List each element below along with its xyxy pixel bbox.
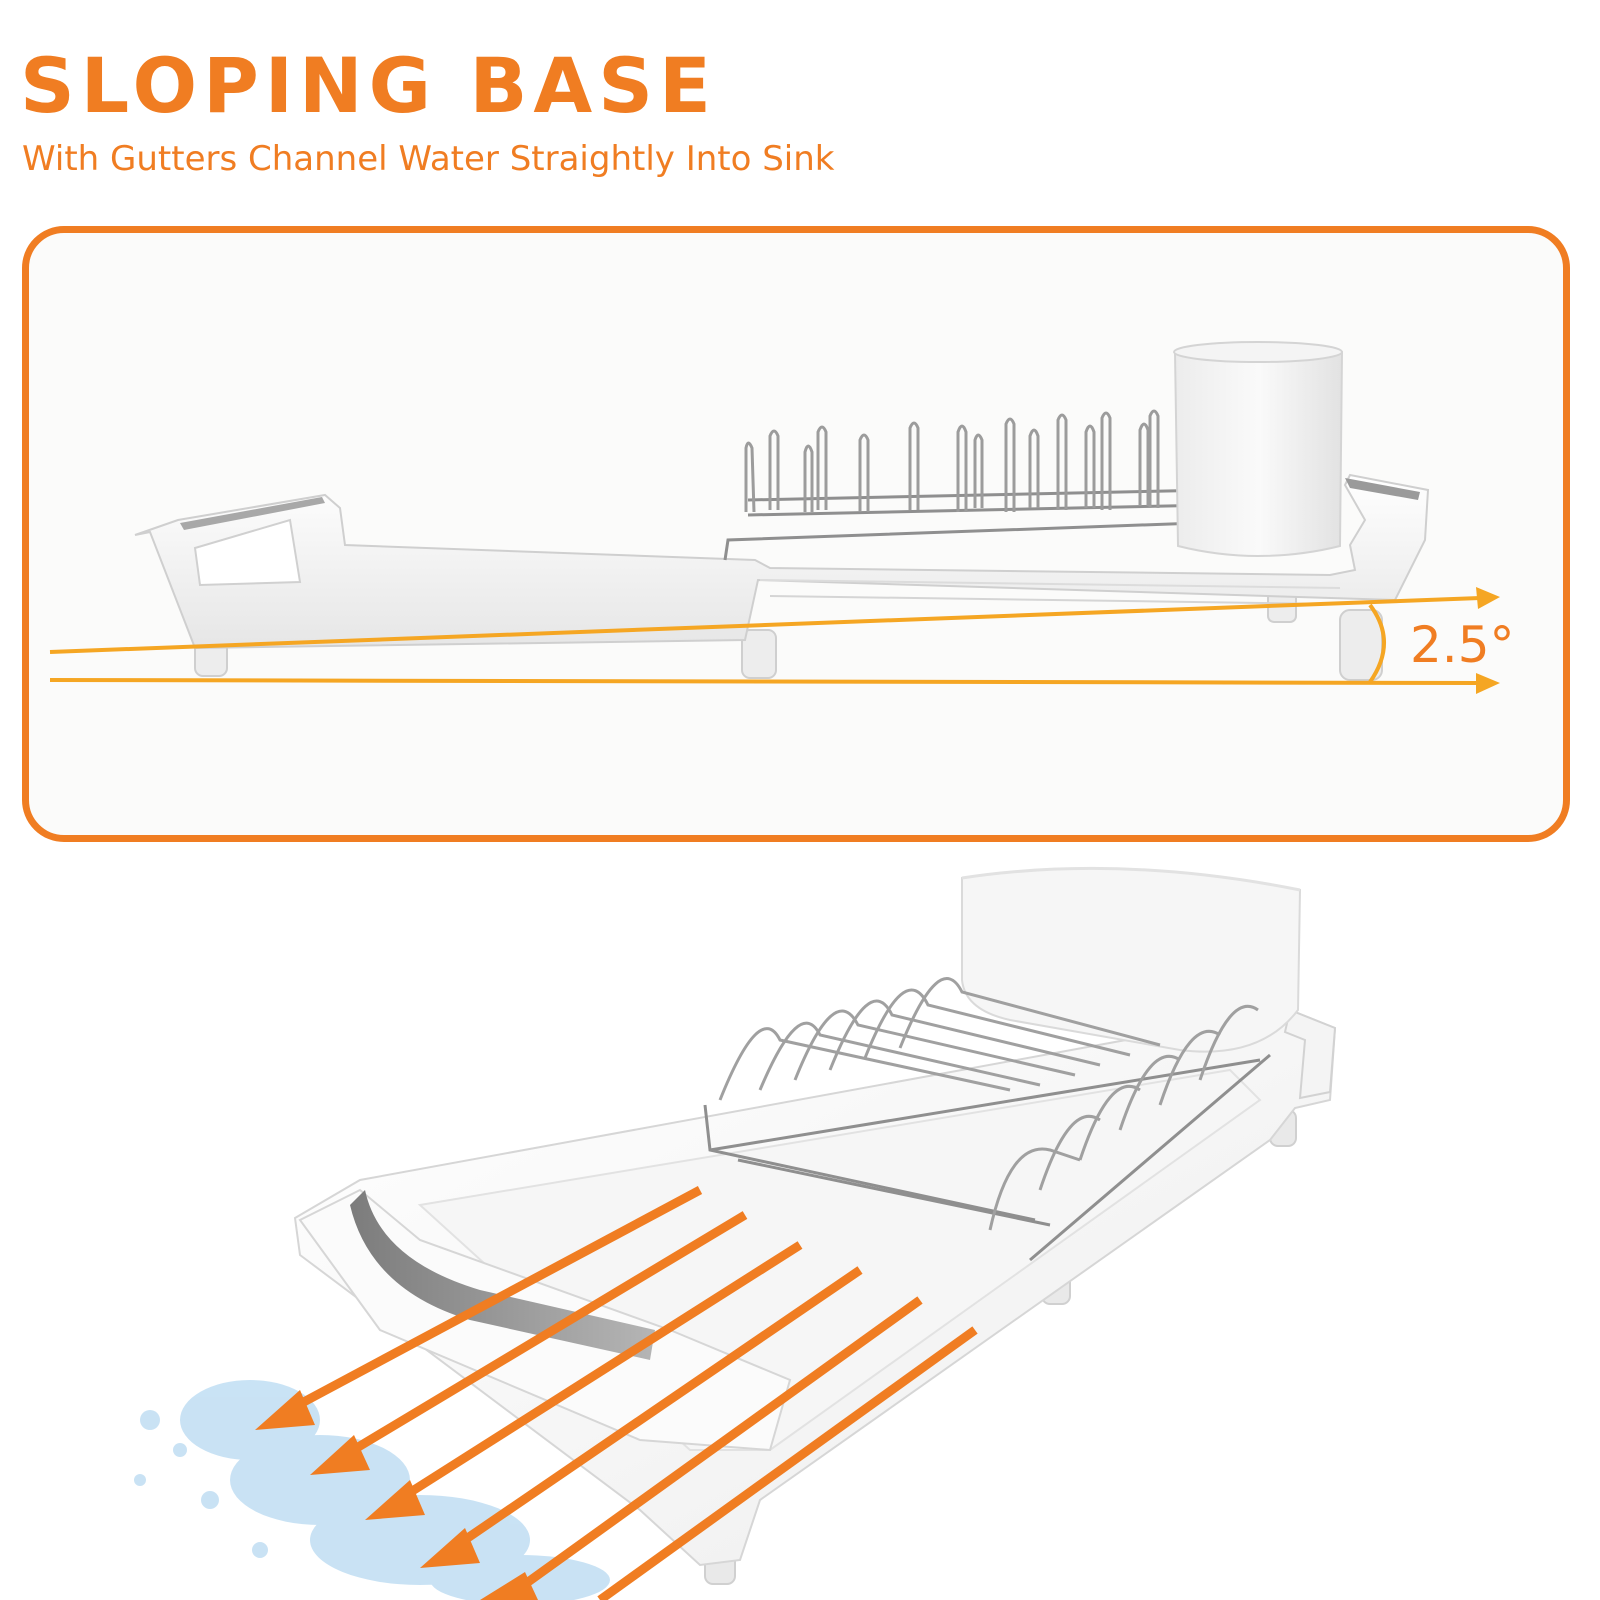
- rack-base-side: [134, 473, 1430, 650]
- arrow-down-left-icon: [480, 1296, 923, 1600]
- arrow-down-left-icon: [597, 1326, 978, 1600]
- subheadline: With Gutters Channel Water Straightly In…: [22, 139, 835, 179]
- arrow-down-left-icon: [365, 1241, 803, 1520]
- water-flow-arrows: [255, 1186, 978, 1600]
- headline: SLOPING BASE: [20, 41, 717, 130]
- arrow-down-left-icon: [310, 1211, 748, 1475]
- utensil-cup: [961, 866, 1302, 1053]
- side-view-illustration: [49, 341, 1500, 694]
- drainer-tray: [293, 1008, 1337, 1567]
- arrow-down-left-icon: [420, 1266, 863, 1568]
- water-splash: [134, 1380, 610, 1600]
- wire-dish-rack: [703, 977, 1271, 1262]
- slope-guide-lines: [49, 587, 1500, 694]
- perspective-view-illustration: [134, 866, 1337, 1600]
- wire-dish-rack-side: [723, 409, 1234, 561]
- arrow-down-left-icon: [255, 1186, 703, 1430]
- slope-angle-label: 2.5°: [1410, 616, 1515, 674]
- utensil-cup-side: [1173, 341, 1344, 558]
